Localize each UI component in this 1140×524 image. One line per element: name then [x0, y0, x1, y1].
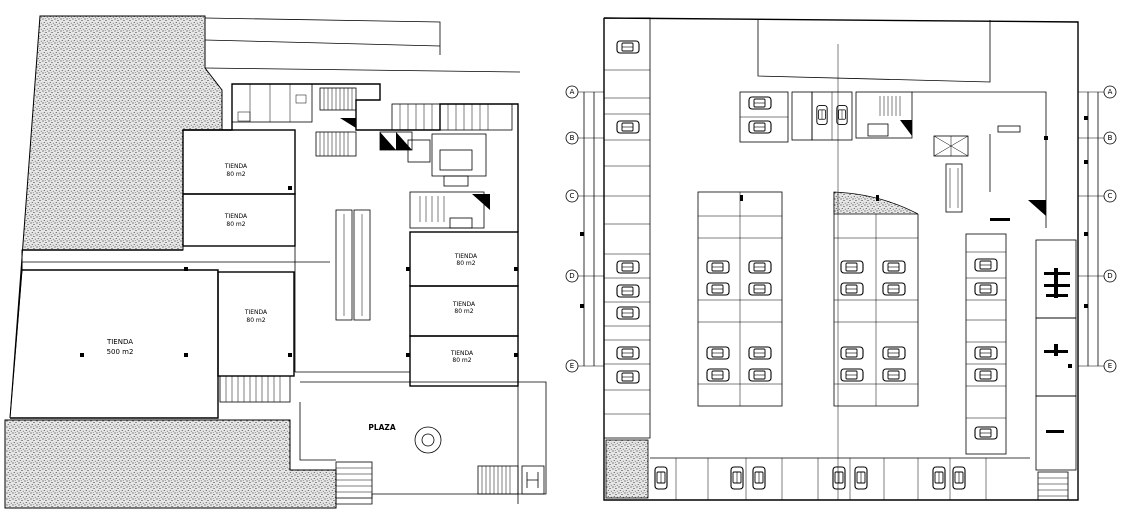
room-area: 80 m2 [452, 357, 471, 364]
stair-treads-lower [419, 196, 445, 222]
terrain-hatch-bottom [4, 419, 337, 509]
grid-axis-left-a: A [565, 85, 579, 99]
svg-text:D: D [569, 272, 574, 280]
svg-text:C: C [1108, 192, 1113, 200]
room-area: 500 m2 [107, 348, 134, 356]
steps-plaza [336, 467, 372, 493]
room-area: 80 m2 [246, 317, 265, 324]
fountain-inner [421, 433, 435, 447]
room-area: 80 m2 [226, 171, 245, 178]
left-strip-stalls [604, 69, 650, 415]
svg-text:A: A [570, 88, 575, 96]
stair-treads-top [323, 88, 353, 110]
room-label: TIENDA [224, 213, 248, 220]
room-area: 80 m2 [456, 260, 475, 267]
grid-axis-right-c: C [1103, 189, 1117, 203]
room-label: TIENDA [454, 253, 478, 260]
svg-text:B: B [1108, 134, 1113, 142]
stair-treads-right [399, 104, 489, 130]
stair-treads-mid [319, 132, 349, 156]
room-label: TIENDA [244, 309, 268, 316]
plaza-label: PLAZA [368, 423, 396, 432]
terrain-hatch-left [9, 15, 223, 419]
svg-text:E: E [1108, 362, 1112, 370]
columns-left [80, 186, 518, 357]
room-label: TIENDA [224, 163, 248, 170]
svg-text:C: C [570, 192, 575, 200]
room-label: TIENDA [450, 350, 474, 357]
grid-lines [578, 91, 1104, 367]
grid-axis-right-b: B [1103, 131, 1117, 145]
grid-axis-right-a: A [1103, 85, 1117, 99]
stair-treads-right-plan [879, 96, 901, 116]
bottom-strip-stalls [675, 458, 987, 500]
grid-axis-right-e: E [1103, 359, 1117, 373]
fountain-outer [414, 426, 442, 454]
parking-island-left [697, 191, 783, 407]
svg-text:B: B [570, 134, 575, 142]
equipment-marks [1044, 268, 1070, 433]
parking-stripes-plaza [481, 466, 511, 494]
parking-island-center [833, 191, 919, 407]
room-label: TIENDA [452, 301, 476, 308]
grid-axis-right-d: D [1103, 269, 1117, 283]
svg-text:E: E [570, 362, 574, 370]
svg-text:A: A [1108, 88, 1113, 96]
terrain-hatch-right [605, 439, 649, 499]
terrain-hatch-island [833, 191, 919, 215]
grid-axis-left-d: D [565, 269, 579, 283]
right-floor-plan: A B C D E A B C D E [565, 17, 1117, 501]
svg-text:D: D [1107, 272, 1112, 280]
left-floor-plan: TIENDA 80 m2 TIENDA 80 m2 TIENDA 80 m2 T… [4, 15, 547, 509]
room-area: 80 m2 [226, 221, 245, 228]
room-area: 80 m2 [454, 308, 473, 315]
steps-lower [225, 376, 281, 402]
bottom-right-stripes [1038, 477, 1068, 497]
right-column-stalls [966, 251, 1006, 419]
grid-axis-left-c: C [565, 189, 579, 203]
columns-right [580, 116, 1088, 368]
grid-axis-left-b: B [565, 131, 579, 145]
grid-axis-left-e: E [565, 359, 579, 373]
room-label: TIENDA [106, 338, 133, 346]
